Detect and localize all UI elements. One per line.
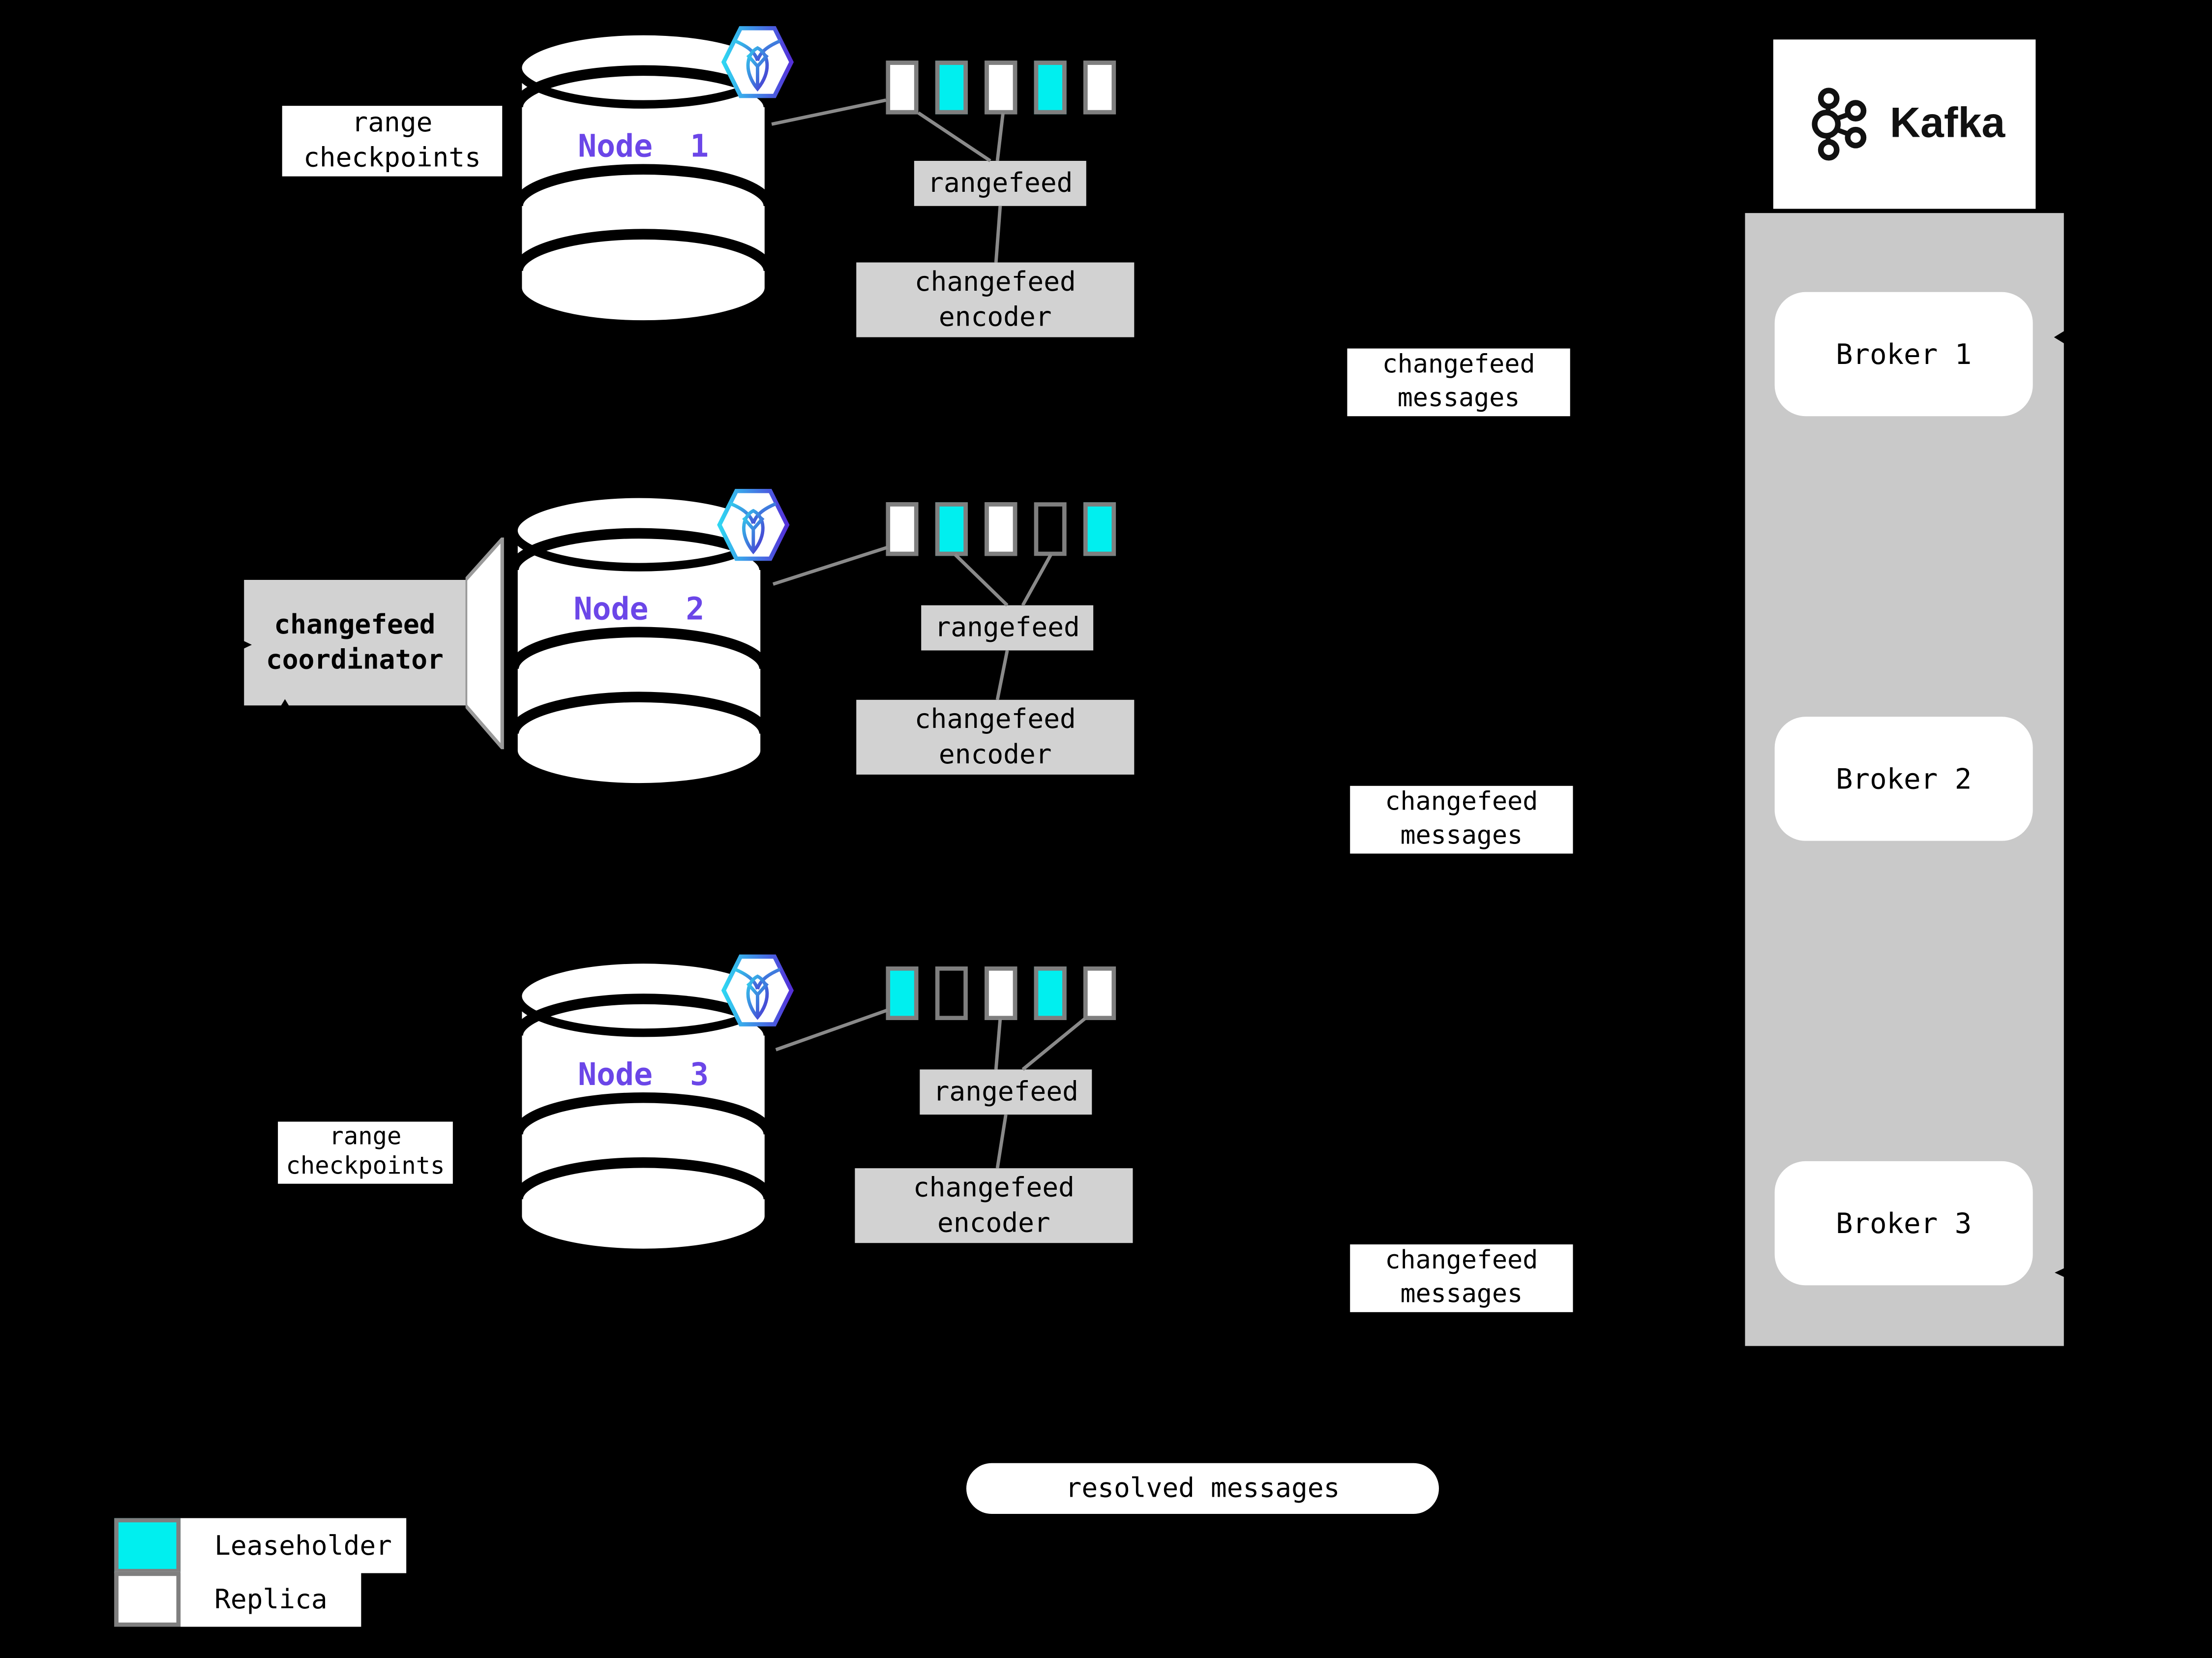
cockroachdb-logo-icon bbox=[721, 954, 794, 1026]
legend-leaseholder-label: Leaseholder bbox=[180, 1518, 407, 1573]
node1-range-3 bbox=[985, 60, 1017, 115]
broker-1: Broker 1 bbox=[1774, 292, 2033, 417]
kafka-wordmark: Kafka bbox=[1889, 100, 2005, 147]
resolved-messages-pill: resolved messages bbox=[966, 1463, 1439, 1514]
line-range-to-rangefeed1a bbox=[917, 111, 991, 162]
node1-label: Node 1 bbox=[578, 129, 709, 165]
range-checkpoints-label-top: range checkpoints bbox=[282, 106, 503, 177]
broker-3: Broker 3 bbox=[1774, 1161, 2033, 1286]
node1-changefeed-messages-label: changefeed messages bbox=[1347, 348, 1570, 417]
line-node3-to-range bbox=[775, 1008, 888, 1052]
coordinator-flag-shape bbox=[465, 537, 504, 750]
line-range-to-rangefeed3a bbox=[994, 1018, 1002, 1070]
node3-range-3 bbox=[985, 966, 1017, 1020]
node3-changefeed-messages-label: changefeed messages bbox=[1350, 1244, 1573, 1312]
node3-range-5 bbox=[1083, 966, 1116, 1020]
line-rangefeed1-to-encoder1 bbox=[994, 206, 1002, 263]
arrowhead-into-coordinator-left bbox=[238, 638, 252, 651]
line-range-to-rangefeed2a bbox=[954, 553, 1009, 607]
node1-range-5 bbox=[1083, 60, 1116, 115]
kafka-header: Kafka bbox=[1773, 39, 2036, 209]
node2-range-5 bbox=[1083, 502, 1116, 556]
line-rangefeed2-to-encoder2 bbox=[995, 650, 1009, 700]
cockroachdb-logo-icon bbox=[717, 488, 790, 561]
node1-range-4 bbox=[1034, 60, 1067, 115]
node2-range-3 bbox=[985, 502, 1017, 556]
legend-replica-label: Replica bbox=[180, 1571, 361, 1627]
node2-label: Node 2 bbox=[573, 592, 705, 628]
node3-rangefeed-box: rangefeed bbox=[920, 1069, 1092, 1115]
line-range-to-rangefeed3b bbox=[1021, 1017, 1086, 1071]
node3-range-2 bbox=[935, 966, 968, 1020]
node2-range-4 bbox=[1034, 502, 1067, 556]
node3-range-1 bbox=[886, 966, 919, 1020]
arrowhead-into-broker3 bbox=[2055, 1267, 2065, 1278]
node3-label: Node 3 bbox=[578, 1058, 709, 1094]
line-range-to-rangefeed1b bbox=[995, 113, 1005, 161]
node1-range-1 bbox=[886, 60, 919, 115]
range-checkpoints-label-bottom: range checkpoints bbox=[278, 1121, 453, 1184]
arrowhead-into-broker1 bbox=[2054, 329, 2067, 345]
node2-range-1 bbox=[886, 502, 919, 556]
node2-changefeed-encoder-box: changefeed encoder bbox=[856, 699, 1135, 775]
line-rangefeed3-to-encoder3 bbox=[995, 1114, 1008, 1169]
changefeed-coordinator-box: changefeed coordinator bbox=[244, 579, 466, 706]
node2-changefeed-messages-label: changefeed messages bbox=[1350, 785, 1573, 854]
broker-2: Broker 2 bbox=[1774, 717, 2033, 841]
line-range-to-rangefeed2b bbox=[1021, 553, 1053, 606]
line-node2-to-range bbox=[772, 545, 888, 586]
node1-changefeed-encoder-box: changefeed encoder bbox=[856, 262, 1135, 337]
node3-changefeed-encoder-box: changefeed encoder bbox=[855, 1168, 1133, 1243]
node2-rangefeed-box: rangefeed bbox=[921, 605, 1094, 651]
arrowhead-into-coordinator-bottom bbox=[278, 699, 292, 710]
node1-rangefeed-box: rangefeed bbox=[914, 161, 1086, 206]
line-node1-to-range bbox=[771, 98, 887, 126]
kafka-logo-icon bbox=[1811, 88, 1866, 161]
legend-replica-swatch bbox=[114, 1571, 181, 1627]
node1-range-2 bbox=[935, 60, 968, 115]
node2-range-2 bbox=[935, 502, 968, 556]
node3-range-4 bbox=[1034, 966, 1067, 1020]
node2-database-cylinder bbox=[508, 489, 770, 792]
cockroachdb-logo-icon bbox=[721, 26, 794, 98]
legend-leaseholder-swatch bbox=[114, 1518, 181, 1573]
